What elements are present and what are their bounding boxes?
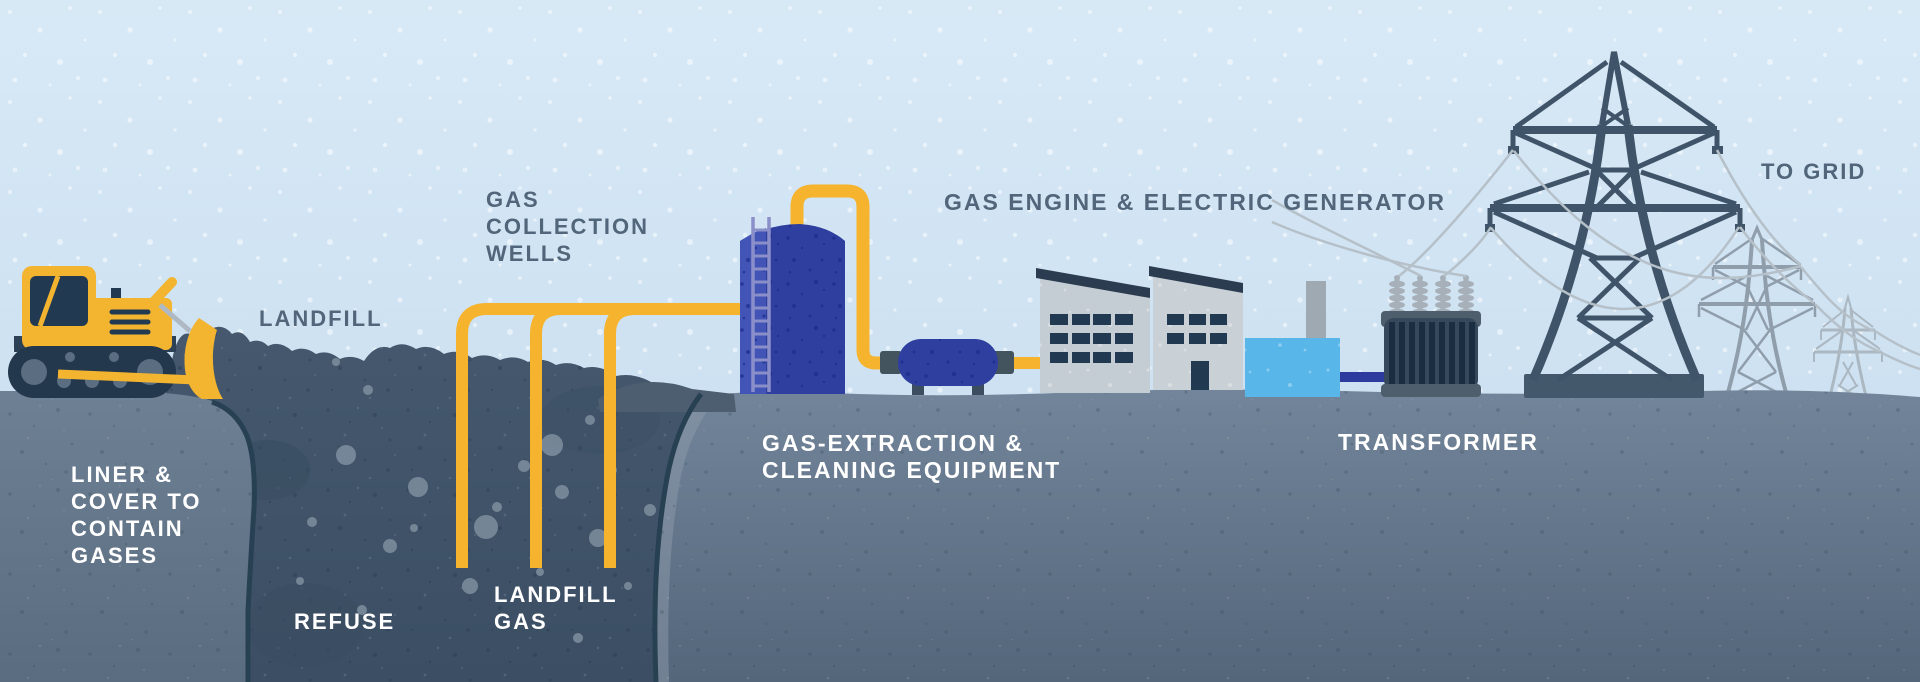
blade-push-arm bbox=[57, 369, 197, 385]
label-transformer: TRANSFORMER bbox=[1338, 429, 1539, 455]
power-lines bbox=[1271, 149, 1920, 371]
transmission-tower-far bbox=[1813, 293, 1883, 402]
bulldozer-blade bbox=[184, 318, 223, 399]
tank-ladder bbox=[751, 217, 771, 392]
power-cable bbox=[1340, 372, 1388, 382]
label-refuse: REFUSE bbox=[294, 609, 396, 634]
main-ground bbox=[598, 381, 1920, 682]
engine-grille bbox=[109, 309, 151, 335]
hydraulic-piston bbox=[158, 303, 192, 333]
chimney bbox=[1306, 281, 1326, 338]
liner-border-lines bbox=[211, 392, 703, 682]
building-door bbox=[1191, 361, 1209, 390]
bulldozer bbox=[8, 266, 223, 399]
exhaust-stack bbox=[111, 288, 121, 300]
gas-collection-pipes bbox=[456, 303, 742, 568]
gas-bubbles bbox=[296, 358, 656, 643]
cleaning-vessel bbox=[880, 339, 1014, 395]
engine-generator-buildings bbox=[1036, 266, 1388, 397]
gas-extraction-tank bbox=[740, 217, 845, 394]
label-gas-extraction-cleaning: GAS-EXTRACTION & CLEANING EQUIPMENT bbox=[762, 430, 1062, 483]
building-windows bbox=[1050, 314, 1133, 363]
label-to-grid: TO GRID bbox=[1761, 159, 1867, 184]
label-gas-engine-generator: GAS ENGINE & ELECTRIC GENERATOR bbox=[944, 189, 1447, 215]
tank-outlet-pipe bbox=[790, 184, 886, 370]
transmission-tower-main bbox=[1485, 51, 1745, 398]
transformer-unit bbox=[1381, 275, 1481, 397]
label-gas-collection-wells: GAS COLLECTION WELLS bbox=[486, 187, 649, 266]
label-liner-cover: LINER & COVER TO CONTAIN GASES bbox=[71, 462, 202, 568]
label-landfill-gas: LANDFILL GAS bbox=[494, 582, 618, 634]
cab-window bbox=[30, 276, 88, 326]
label-landfill: LANDFILL bbox=[259, 306, 383, 331]
